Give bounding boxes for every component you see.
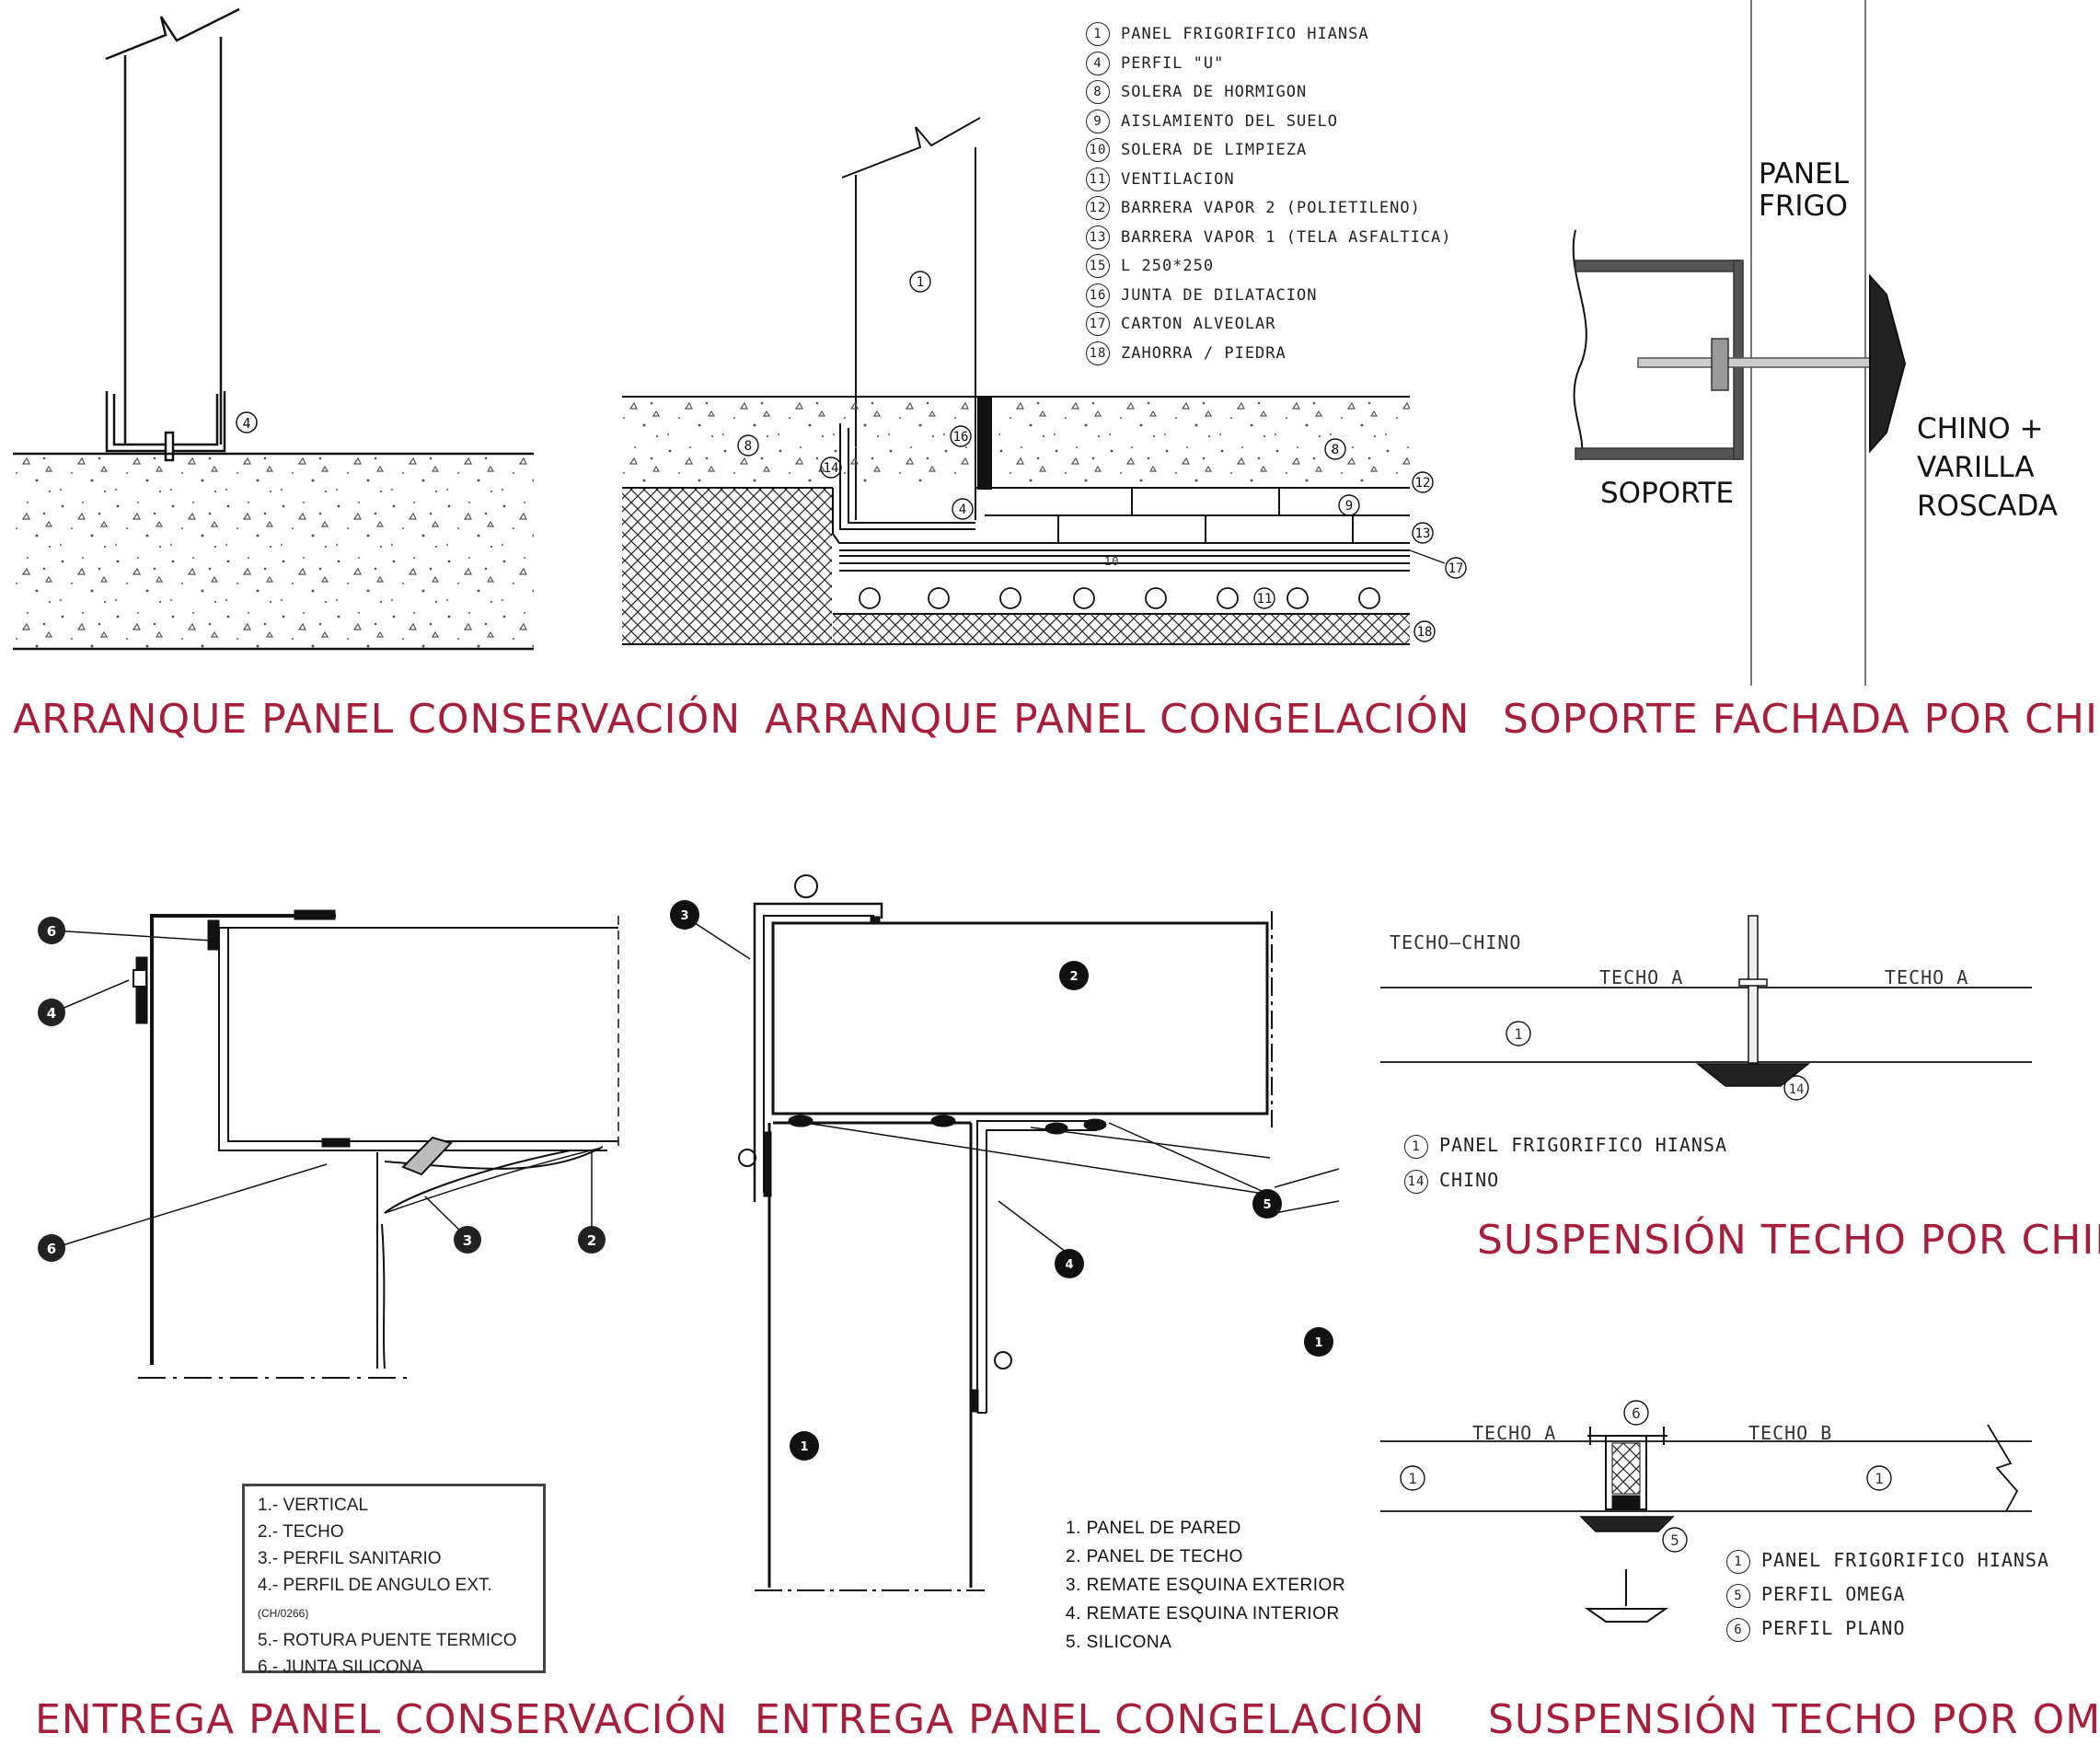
title-entrega-conservacion: ENTREGA PANEL CONSERVACIÓN: [35, 1696, 729, 1743]
solera-hormigon: [622, 398, 972, 487]
callout-4: 4: [242, 415, 250, 432]
solera-hormigon-right: [994, 398, 1410, 487]
conservacion-legend-box: 1.- VERTICAL 2.- TECHO 3.- PERFIL SANITA…: [242, 1484, 546, 1677]
techo-a-label: TECHO A: [1472, 1422, 1557, 1444]
svg-text:8: 8: [1332, 443, 1339, 457]
techo-chino-label: TECHO—CHINO: [1390, 931, 1522, 953]
callout-1-omega-left: 1: [1408, 1470, 1417, 1487]
callout-1-omega-right: 1: [1875, 1470, 1884, 1487]
techo-a-left-label: TECHO A: [1599, 966, 1684, 988]
entrega-congelacion-callouts: 3 2 5 4 1 1: [670, 900, 1333, 1461]
title-soporte-fachada: SOPORTE FACHADA POR CHINO: [1503, 696, 2100, 743]
concrete-slab: [13, 455, 534, 648]
soporte-label: SOPORTE: [1600, 477, 1734, 510]
svg-text:3: 3: [463, 1232, 472, 1249]
title-suspension-chino: SUSPENSIÓN TECHO POR CHINO: [1477, 1217, 2100, 1264]
entrega-conservacion-drawing: [133, 909, 619, 1379]
title-suspension-omega: SUSPENSIÓN TECHO POR OMEGA: [1488, 1696, 2100, 1743]
svg-text:14: 14: [824, 461, 839, 476]
svg-text:2: 2: [587, 1232, 596, 1249]
svg-text:16: 16: [953, 430, 969, 445]
svg-text:6: 6: [47, 1241, 56, 1257]
ventilation-tubes: [859, 587, 1380, 609]
svg-text:3: 3: [680, 909, 688, 923]
suspension-omega-drawing: [1380, 1400, 2032, 1623]
soporte-fachada-drawing: [1572, 0, 1907, 686]
entrega-conservacion-callouts: 6 4 6 3 2: [38, 917, 606, 1262]
chino-varilla-label: CHINO + VARILLA ROSCADA: [1917, 412, 2059, 523]
callout-10: 10: [1104, 555, 1120, 568]
title-entrega-congelacion: ENTREGA PANEL CONGELACIÓN: [755, 1696, 1425, 1743]
svg-text:11: 11: [1257, 592, 1273, 607]
techo-a-right-label: TECHO A: [1885, 966, 1969, 988]
svg-text:9: 9: [1345, 499, 1353, 514]
svg-text:4: 4: [959, 503, 966, 517]
callout-1: 1: [1514, 1025, 1523, 1043]
svg-text:17: 17: [1448, 561, 1464, 576]
svg-text:1: 1: [917, 275, 924, 290]
svg-text:13: 13: [1415, 526, 1431, 541]
zahorra-hatch-bottom: [833, 615, 1410, 643]
entrega-congelacion-drawing: [686, 874, 1340, 1591]
svg-text:1: 1: [1314, 1336, 1322, 1350]
congelacion-entrega-legend: 1. PANEL DE PARED 2. PANEL DE TECHO 3. R…: [1066, 1519, 1346, 1652]
svg-text:12: 12: [1415, 476, 1431, 491]
congelacion-callouts: 1 8 16 8 14 4 12 9 13 17 11 18: [737, 271, 1467, 642]
panel-frigo-label: PANEL FRIGO: [1759, 157, 1849, 223]
svg-text:8: 8: [744, 439, 752, 454]
zahorra-hatch-left: [622, 489, 832, 643]
svg-text:5: 5: [1263, 1198, 1271, 1212]
svg-text:4: 4: [47, 1005, 56, 1022]
title-arranque-conservacion: ARRANQUE PANEL CONSERVACIÓN: [13, 696, 742, 743]
callout-circle: [236, 411, 258, 433]
svg-text:6: 6: [47, 923, 56, 940]
svg-text:2: 2: [1069, 970, 1078, 984]
svg-text:4: 4: [1065, 1258, 1073, 1272]
arranque-conservacion-drawing: [13, 7, 534, 651]
callout-14: 14: [1789, 1082, 1805, 1097]
junta-dilatacion: [977, 398, 992, 490]
svg-text:18: 18: [1417, 625, 1433, 640]
arranque-congelacion-drawing: [622, 117, 1410, 645]
title-arranque-congelacion: ARRANQUE PANEL CONGELACIÓN: [765, 696, 1471, 743]
techo-b-label: TECHO B: [1748, 1422, 1833, 1444]
callout-5-omega: 5: [1670, 1531, 1679, 1549]
suspension-chino-drawing: [1380, 915, 2032, 1101]
svg-text:1: 1: [800, 1440, 808, 1454]
callout-6-omega: 6: [1632, 1404, 1641, 1422]
